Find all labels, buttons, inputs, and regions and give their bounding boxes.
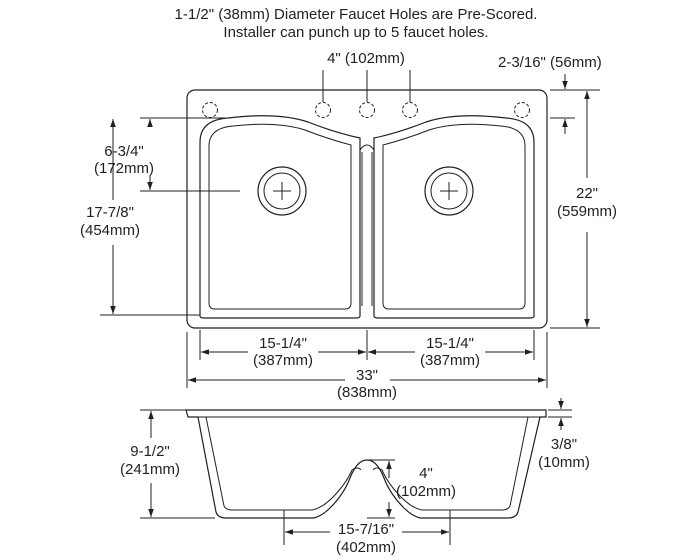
header-note-line2: Installer can punch up to 5 faucet holes… — [223, 24, 489, 41]
sink-profile-inner — [198, 416, 540, 511]
bowl-divider — [359, 144, 375, 306]
overall-width-metric: (838mm) — [336, 384, 398, 401]
drain-offset-dimension — [140, 117, 240, 192]
side-view — [140, 398, 572, 545]
drain-offset-metric: (172mm) — [93, 160, 155, 177]
divider-dimension — [367, 459, 395, 519]
depth-dimension — [140, 409, 215, 519]
drain-spacing-metric: (402mm) — [335, 539, 397, 556]
left-drain — [257, 166, 307, 216]
faucet-hole-3 — [359, 102, 375, 118]
left-bowl-outer — [199, 115, 361, 319]
bowl-depth-imperial: 9-1/2" — [130, 443, 170, 460]
faucet-hole-4 — [402, 102, 418, 118]
divider-height-imperial: 4" — [419, 465, 433, 482]
right-bowl-outer — [373, 115, 535, 319]
overall-length-dimension — [550, 91, 600, 329]
faucet-spacing-label: 4" (102mm) — [327, 50, 405, 67]
bowl-length-dimension — [100, 119, 200, 316]
right-bowl-width-imperial: 15-1/4" — [426, 335, 474, 352]
faucet-hole-1 — [202, 102, 218, 118]
drain-spacing-imperial: 15-7/16" — [337, 521, 395, 538]
faucet-spacing-dimension — [322, 70, 411, 102]
faucet-hole-5 — [514, 102, 530, 118]
overall-width-dimension — [186, 332, 548, 388]
divider-height-metric: (102mm) — [395, 483, 457, 500]
top-view — [100, 70, 600, 388]
left-bowl-width-metric: (387mm) — [252, 352, 314, 369]
sink-profile-outer — [185, 409, 547, 519]
left-bowl-width-imperial: 15-1/4" — [259, 335, 307, 352]
overall-length-metric: (559mm) — [556, 203, 618, 220]
right-bowl-width-metric: (387mm) — [419, 352, 481, 369]
bowl-length-imperial: 17-7/8" — [86, 204, 134, 221]
rim-dimension — [548, 398, 572, 430]
deck-dimension — [550, 74, 600, 134]
overall-width-imperial: 33" — [355, 367, 379, 384]
header-note-line1: 1-1/2" (38mm) Diameter Faucet Holes are … — [174, 6, 538, 23]
left-bowl-inner — [208, 123, 352, 310]
right-drain — [424, 166, 474, 216]
right-bowl-inner — [382, 123, 526, 310]
drain-spacing-dimension — [283, 510, 451, 545]
bowl-length-metric: (454mm) — [79, 222, 141, 239]
bowl-depth-metric: (241mm) — [119, 461, 181, 478]
deck-height-label: 2-3/16" (56mm) — [498, 54, 602, 71]
rim-thickness-imperial: 3/8" — [550, 436, 578, 453]
overall-length-imperial: 22" — [575, 185, 599, 202]
rim-thickness-metric: (10mm) — [538, 454, 590, 471]
faucet-hole-2 — [315, 102, 331, 118]
drain-offset-imperial: 6-3/4" — [104, 143, 144, 160]
bowl-width-dimensions — [199, 330, 535, 360]
